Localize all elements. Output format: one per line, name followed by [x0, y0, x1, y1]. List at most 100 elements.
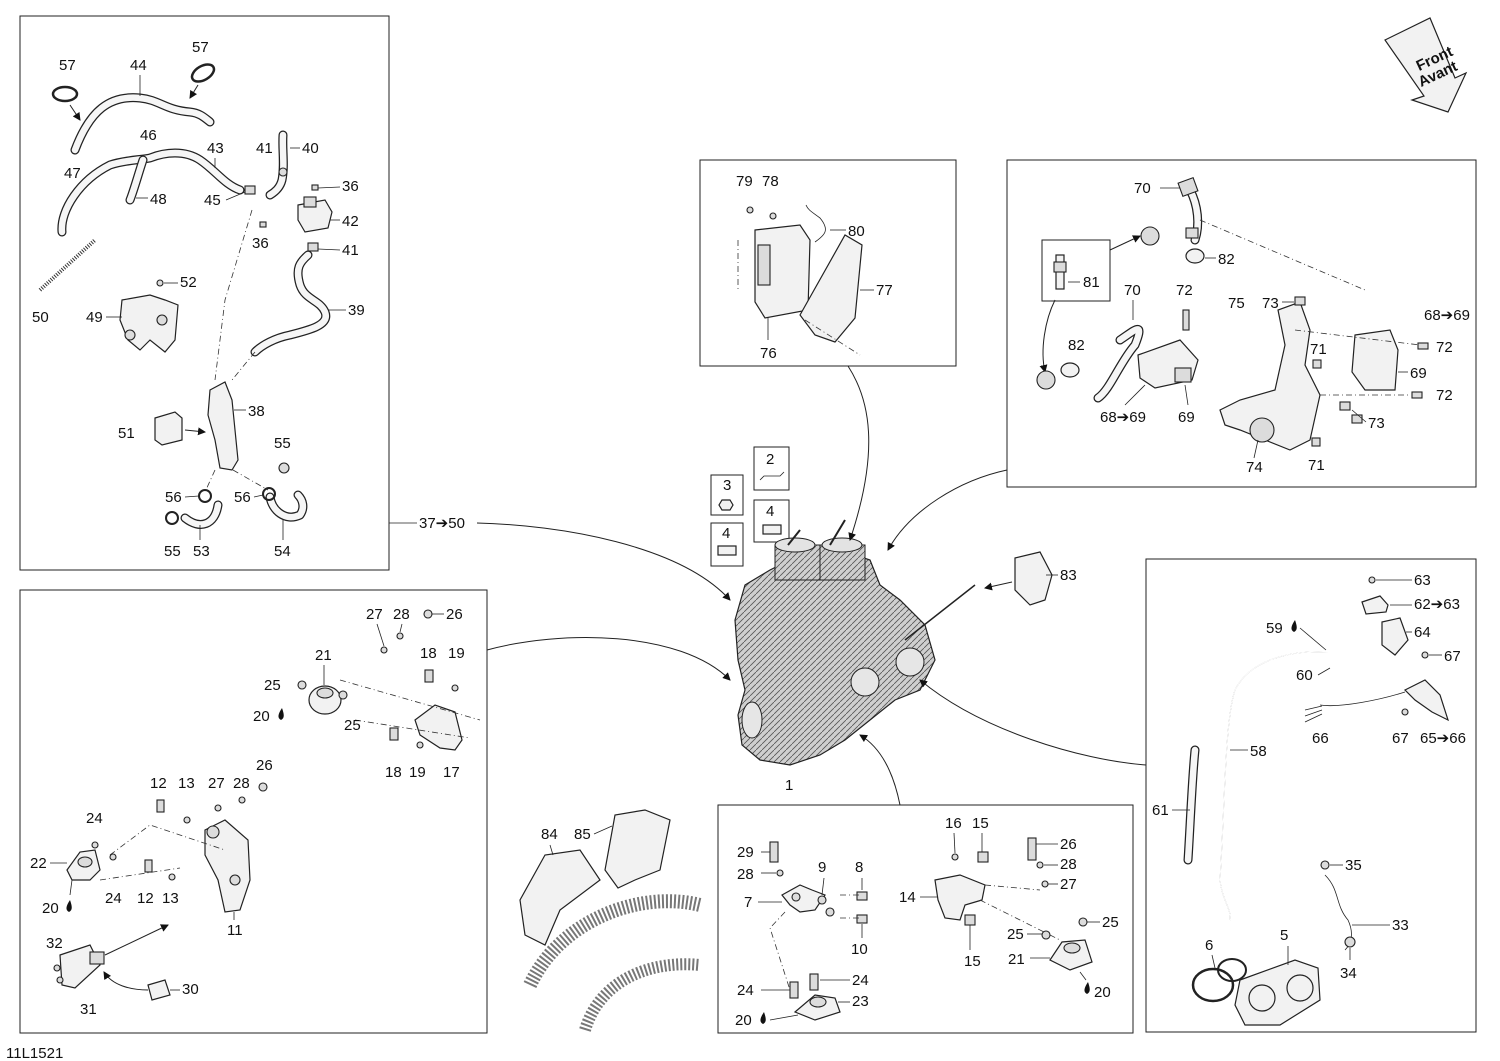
callout-13a: 13 [178, 775, 195, 792]
callout-56a: 56 [165, 489, 182, 506]
callout-27b: 27 [208, 775, 225, 792]
callout-67a: 67 [1444, 648, 1461, 665]
callout-12b: 12 [137, 890, 154, 907]
callout-68a: 68➔69 [1100, 409, 1146, 426]
callout-38: 38 [248, 403, 265, 420]
callout-77: 77 [876, 282, 893, 299]
callout-28a: 28 [393, 606, 410, 623]
panel-cooling-system [19, 15, 390, 571]
callout-25c: 25 [1007, 926, 1024, 943]
callout-30: 30 [182, 981, 199, 998]
callout-43: 43 [207, 140, 224, 157]
callout-50: 50 [32, 309, 49, 326]
callout-69b: 69 [1410, 365, 1427, 382]
callout-24b: 24 [105, 890, 122, 907]
callout-18b: 18 [385, 764, 402, 781]
callout-81: 81 [1083, 274, 1100, 291]
callout-21b: 21 [1008, 951, 1025, 968]
callout-35: 35 [1345, 857, 1362, 874]
box-part-81 [1041, 239, 1111, 302]
panel-ecm [699, 159, 957, 367]
callout-18a: 18 [420, 645, 437, 662]
callout-60: 60 [1296, 667, 1313, 684]
callout-42: 42 [342, 213, 359, 230]
callout-31: 31 [80, 1001, 97, 1018]
callout-24d: 24 [852, 972, 869, 989]
callout-46: 46 [140, 127, 157, 144]
callout-8: 8 [855, 859, 863, 876]
callout-6: 6 [1205, 937, 1213, 954]
callout-36a: 36 [342, 178, 359, 195]
callout-28d: 28 [1060, 856, 1077, 873]
callout-3: 3 [723, 477, 731, 494]
callout-27c: 27 [1060, 876, 1077, 893]
callout-40: 40 [302, 140, 319, 157]
callout-55a: 55 [274, 435, 291, 452]
callout-26a: 26 [446, 606, 463, 623]
callout-28c: 28 [737, 866, 754, 883]
callout-66: 66 [1312, 730, 1329, 747]
callout-1: 1 [785, 777, 793, 794]
callout-29: 29 [737, 844, 754, 861]
callout-22: 22 [30, 855, 47, 872]
callout-14: 14 [899, 889, 916, 906]
callout-45: 45 [204, 192, 221, 209]
callout-61: 61 [1152, 802, 1169, 819]
oil-drop-icon [1084, 982, 1090, 994]
engine-assembly [734, 519, 976, 766]
callout-25a: 25 [264, 677, 281, 694]
box-part-4a [710, 522, 744, 567]
oil-drop-icon [66, 900, 72, 912]
callout-57a: 57 [59, 57, 76, 74]
front-direction-arrow: Front Avant [1384, 17, 1468, 113]
callout-70a: 70 [1134, 180, 1151, 197]
callout-25d: 25 [1102, 914, 1119, 931]
box-part-3 [710, 474, 744, 516]
callout-23: 23 [852, 993, 869, 1010]
callout-19a: 19 [448, 645, 465, 662]
callout-47: 47 [64, 165, 81, 182]
callout-17: 17 [443, 764, 460, 781]
callout-62: 62➔63 [1414, 596, 1460, 613]
box-part-2 [753, 446, 790, 491]
callout-12a: 12 [150, 775, 167, 792]
callout-84: 84 [541, 826, 558, 843]
oil-drop-icon [278, 708, 284, 720]
callout-10: 10 [851, 941, 868, 958]
ref-37-50: 37➔50 [419, 515, 465, 532]
callout-80: 80 [848, 223, 865, 240]
callout-20b: 20 [42, 900, 59, 917]
callout-72c: 72 [1436, 387, 1453, 404]
callout-52: 52 [180, 274, 197, 291]
panel-throttle-body [1145, 558, 1477, 1033]
callout-13b: 13 [162, 890, 179, 907]
callout-20a: 20 [253, 708, 270, 725]
callout-63: 63 [1414, 572, 1431, 589]
callout-73a: 73 [1262, 295, 1279, 312]
panel-engine-mounts [19, 589, 488, 1034]
callout-67b: 67 [1392, 730, 1409, 747]
callout-26c: 26 [1060, 836, 1077, 853]
callout-27a: 27 [366, 606, 383, 623]
callout-11: 11 [227, 922, 243, 939]
callout-85: 85 [574, 826, 591, 843]
callout-20d: 20 [1094, 984, 1111, 1001]
callout-76: 76 [760, 345, 777, 362]
callout-68b: 68➔69 [1424, 307, 1470, 324]
callout-64: 64 [1414, 624, 1431, 641]
callout-26b: 26 [256, 757, 273, 774]
callout-2: 2 [766, 451, 774, 468]
callout-55b: 55 [164, 543, 181, 560]
callout-49: 49 [86, 309, 103, 326]
callout-20c: 20 [735, 1012, 752, 1029]
oil-drop-icon [1291, 620, 1297, 632]
callout-72a: 72 [1176, 282, 1193, 299]
callout-9: 9 [818, 859, 826, 876]
callout-71b: 71 [1308, 457, 1325, 474]
callout-65: 65➔66 [1420, 730, 1466, 747]
callout-34: 34 [1340, 965, 1357, 982]
callout-70b: 70 [1124, 282, 1141, 299]
box-part-4b [753, 499, 790, 543]
callout-82b: 82 [1068, 337, 1085, 354]
callout-74: 74 [1246, 459, 1263, 476]
